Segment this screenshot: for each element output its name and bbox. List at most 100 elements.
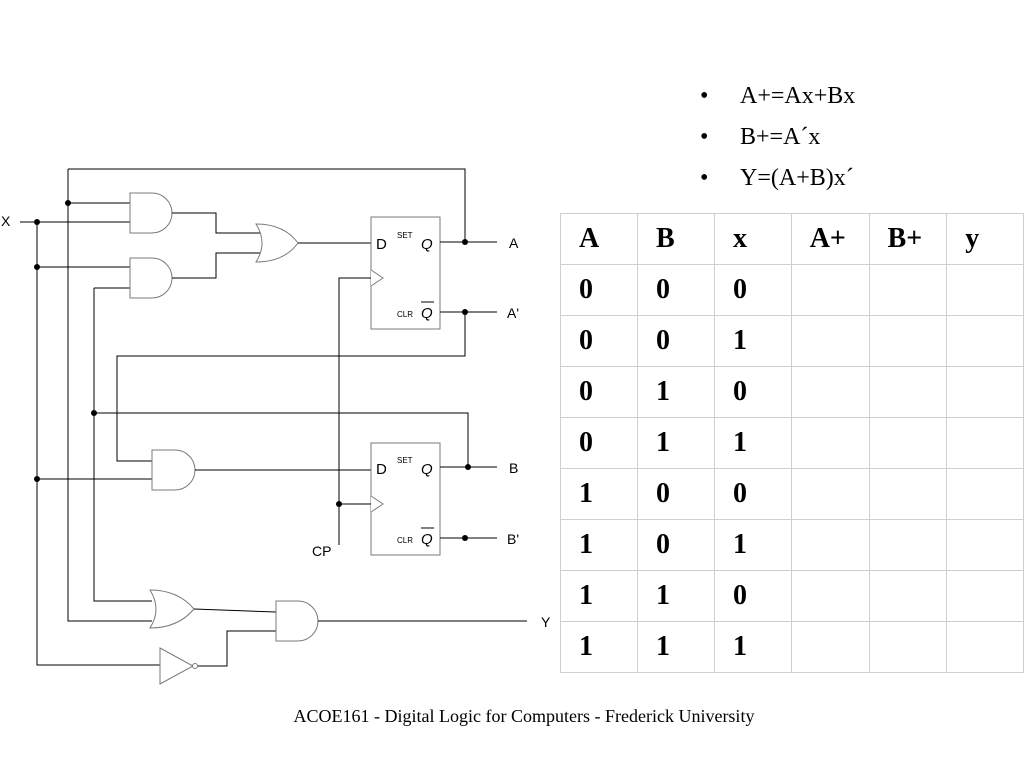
and-gate-4 xyxy=(275,600,319,642)
ff-b-qbar-pin: Q xyxy=(421,531,433,548)
inverter-gate xyxy=(159,647,195,685)
table-cell xyxy=(790,570,870,622)
table-row: 0 0 1 xyxy=(559,315,1024,367)
equation-a-next: A+=Ax+Bx xyxy=(740,83,856,109)
label-cp: CP xyxy=(312,543,331,559)
and-gate-3 xyxy=(151,449,196,491)
bullet: • xyxy=(700,83,709,109)
table-row: 1 1 0 xyxy=(559,570,1024,622)
sequential-circuit-diagram: D SET Q CLR Q A A' D SET Q CLR Q B B' CP… xyxy=(1,168,551,685)
label-a: A xyxy=(509,235,519,251)
table-cell xyxy=(868,315,948,367)
table-cell: 1 xyxy=(559,621,639,673)
table-cell: 0 xyxy=(713,264,792,316)
table-cell xyxy=(790,519,870,571)
table-cell xyxy=(946,264,1024,316)
table-cell: 0 xyxy=(713,468,792,520)
table-cell: 1 xyxy=(713,621,792,673)
table-cell: 1 xyxy=(637,417,715,469)
flip-flop-a xyxy=(370,216,441,330)
table-cell: 0 xyxy=(559,264,639,316)
ff-b-set-pin: SET xyxy=(397,456,413,465)
table-cell xyxy=(868,468,948,520)
table-cell xyxy=(868,621,948,673)
equation-item: • Y=(A+B)x´ xyxy=(700,158,855,199)
header-b: B xyxy=(637,213,715,265)
table-cell xyxy=(946,519,1024,571)
table-cell: 0 xyxy=(559,417,639,469)
slide-footer: ACOE161 - Digital Logic for Computers - … xyxy=(293,706,755,726)
table-cell xyxy=(790,366,870,418)
table-cell xyxy=(946,366,1024,418)
table-cell xyxy=(868,570,948,622)
equation-item: • A+=Ax+Bx xyxy=(700,76,855,117)
table-cell xyxy=(946,417,1024,469)
ff-a-clr-pin: CLR xyxy=(397,310,413,319)
ff-b-d-pin: D xyxy=(376,461,387,478)
table-cell: 1 xyxy=(559,570,639,622)
table-cell: 1 xyxy=(637,621,715,673)
state-table: A B x A+ B+ y 0 0 0 0 0 1 0 1 0 xyxy=(559,213,1024,673)
header-a: A xyxy=(559,213,639,265)
table-cell xyxy=(946,570,1024,622)
header-y: y xyxy=(946,213,1024,265)
table-cell xyxy=(868,366,948,418)
table-cell xyxy=(790,417,870,469)
table-header-row: A B x A+ B+ y xyxy=(559,213,1024,265)
table-cell: 0 xyxy=(559,366,639,418)
table-cell: 0 xyxy=(637,519,715,571)
ff-a-set-pin: SET xyxy=(397,231,413,240)
table-cell: 1 xyxy=(559,519,639,571)
header-b-next: B+ xyxy=(868,213,948,265)
flip-flop-b xyxy=(370,442,441,556)
or-gate-1 xyxy=(255,223,299,263)
table-cell xyxy=(946,621,1024,673)
table-cell: 0 xyxy=(713,570,792,622)
table-cell xyxy=(790,468,870,520)
ff-b-clr-pin: CLR xyxy=(397,536,413,545)
table-cell xyxy=(868,519,948,571)
ff-a-qbar-pin: Q xyxy=(421,305,433,322)
table-cell: 1 xyxy=(713,417,792,469)
table-cell: 1 xyxy=(559,468,639,520)
ff-b-q-pin: Q xyxy=(421,461,433,478)
header-a-next: A+ xyxy=(790,213,870,265)
table-cell xyxy=(790,264,870,316)
table-cell xyxy=(790,621,870,673)
equation-item: • B+=A´x xyxy=(700,117,855,158)
table-cell: 0 xyxy=(637,468,715,520)
table-cell: 0 xyxy=(637,264,715,316)
bullet: • xyxy=(700,165,709,191)
table-cell: 1 xyxy=(637,570,715,622)
table-cell xyxy=(790,315,870,367)
label-y: Y xyxy=(541,614,551,630)
table-cell xyxy=(946,468,1024,520)
equation-y-output: Y=(A+B)x´ xyxy=(740,165,854,191)
table-row: 1 0 1 xyxy=(559,519,1024,571)
table-row: 0 0 0 xyxy=(559,264,1024,316)
table-cell: 0 xyxy=(637,315,715,367)
table-cell: 1 xyxy=(713,519,792,571)
table-cell xyxy=(946,315,1024,367)
table-row: 1 1 1 xyxy=(559,621,1024,673)
and-gate-2 xyxy=(129,257,173,299)
table-cell xyxy=(868,417,948,469)
header-x: x xyxy=(713,213,792,265)
table-row: 1 0 0 xyxy=(559,468,1024,520)
label-b: B xyxy=(509,460,518,476)
label-x: X xyxy=(1,213,11,229)
bullet: • xyxy=(700,124,709,150)
and-gate-1 xyxy=(129,192,173,234)
or-gate-2 xyxy=(149,589,195,629)
label-b-prime: B' xyxy=(507,531,519,547)
label-a-prime: A' xyxy=(507,305,519,321)
table-cell xyxy=(868,264,948,316)
ff-a-d-pin: D xyxy=(376,236,387,253)
table-row: 0 1 0 xyxy=(559,366,1024,418)
ff-a-q-pin: Q xyxy=(421,236,433,253)
table-cell: 1 xyxy=(637,366,715,418)
state-equations-list: • A+=Ax+Bx • B+=A´x • Y=(A+B)x´ xyxy=(700,76,855,199)
table-cell: 0 xyxy=(559,315,639,367)
table-cell: 0 xyxy=(713,366,792,418)
equation-b-next: B+=A´x xyxy=(740,124,821,150)
